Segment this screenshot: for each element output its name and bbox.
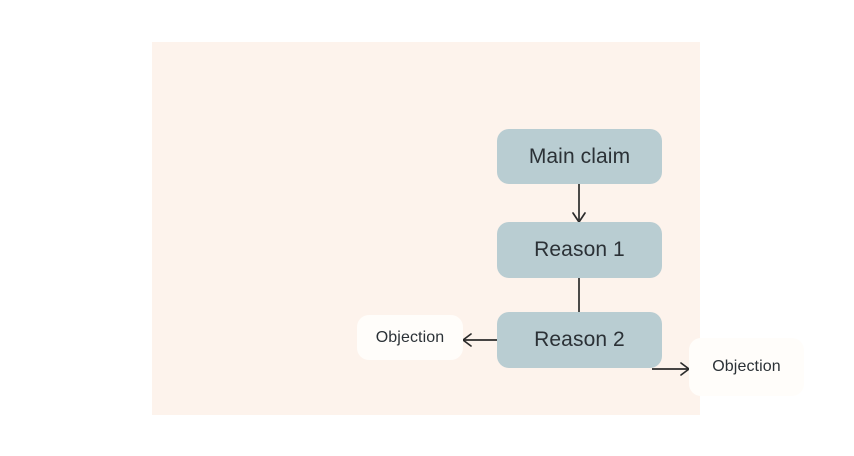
node-reason-1-label: Reason 1 [534, 238, 625, 261]
node-main-claim[interactable]: Main claim [497, 129, 662, 184]
node-reason-2-label: Reason 2 [534, 328, 625, 351]
connector-main-claim-to-reason-1 [572, 180, 586, 223]
node-reason-1[interactable]: Reason 1 [497, 222, 662, 278]
node-reason-2[interactable]: Reason 2 [497, 312, 662, 368]
node-objection-right[interactable]: Objection [689, 338, 804, 396]
node-objection-left[interactable]: Objection [357, 315, 463, 360]
diagram-canvas: Main claim Reason 1 Reason 2 Objection O… [152, 42, 804, 415]
connector-reason-1-to-reason-2 [578, 274, 580, 314]
node-objection-left-label: Objection [375, 328, 445, 346]
node-main-claim-label: Main claim [528, 144, 631, 168]
connector-reason-2-to-objection-left [462, 333, 502, 347]
node-objection-right-label: Objection [712, 358, 781, 375]
